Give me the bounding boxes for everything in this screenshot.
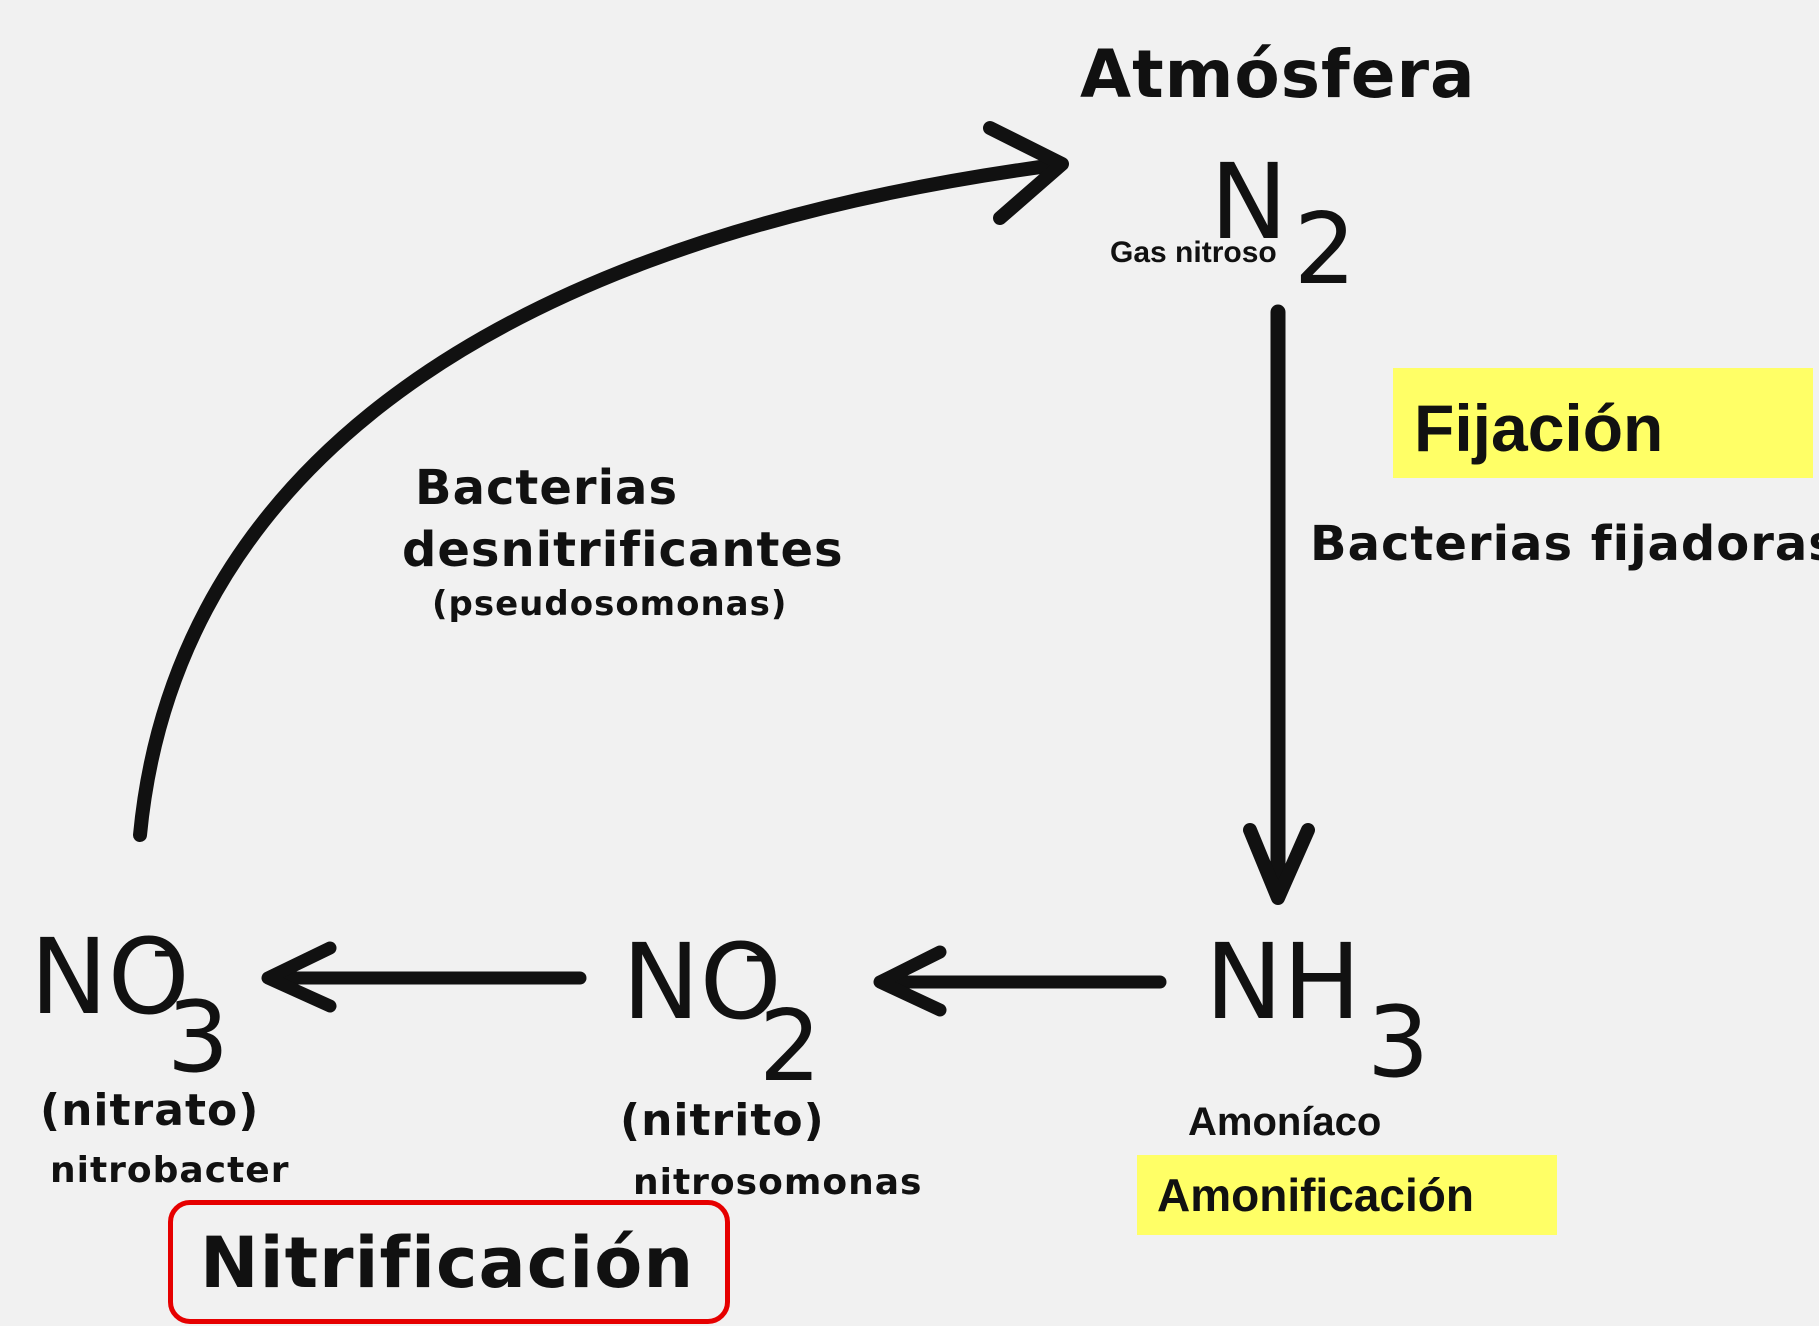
no3-bacteria-label: nitrobacter: [50, 1150, 290, 1191]
no3-charge: -: [151, 908, 177, 990]
arrow-no2-to-no3-head: [261, 941, 337, 1013]
no2-subscript: 2: [758, 990, 822, 1104]
no3-main: NO: [30, 916, 190, 1038]
no2-main: NO: [622, 921, 782, 1043]
no3-formula: NO-3: [30, 914, 229, 1087]
no2-formula: NO-2: [622, 919, 821, 1096]
nitrificacion-label: Nitrificación: [200, 1222, 695, 1304]
arrow-fixation-head: [1243, 823, 1315, 905]
n2-main: N: [1210, 141, 1288, 263]
arrow-denitrification-head: [983, 121, 1069, 225]
nitrificacion-box: [168, 1200, 730, 1324]
denitrification-agent-line1: Bacterias: [415, 460, 679, 516]
nh3-subscript: 3: [1367, 986, 1430, 1100]
nh3-name-label: Amoníaco: [1188, 1100, 1382, 1144]
n2-subscript: 2: [1293, 193, 1357, 307]
arrow-nh3-to-no2-head: [873, 945, 947, 1017]
no2-bacteria-label: nitrosomonas: [633, 1162, 923, 1203]
n2-gas-label: Gas nitroso: [1110, 236, 1277, 269]
denitrification-agent-line3: (pseudosomonas): [432, 584, 788, 624]
denitrification-agent-line2: desnitrificantes: [402, 522, 844, 578]
arrow-denitrification: [133, 158, 1062, 842]
n2-formula: N2: [1210, 150, 1356, 299]
nh3-formula: NH3: [1205, 930, 1429, 1092]
nh3-main: NH: [1205, 921, 1361, 1043]
no3-subscript: 3: [166, 981, 230, 1095]
no2-name-label: (nitrito): [620, 1095, 825, 1146]
fijacion-agent-label: Bacterias fijadoras: [1310, 516, 1819, 572]
atmosphere-label: Atmósfera: [1080, 36, 1476, 113]
fijacion-highlight: [1393, 368, 1813, 478]
no3-name-label: (nitrato): [40, 1085, 260, 1136]
no2-charge: -: [743, 913, 769, 995]
amonificacion-highlight: [1137, 1155, 1557, 1235]
fijacion-label: Fijación: [1414, 391, 1664, 465]
amonificacion-label: Amonificación: [1157, 1169, 1474, 1221]
